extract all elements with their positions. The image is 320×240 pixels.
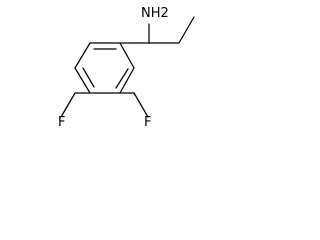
ring-bond-lower-right [119, 67, 135, 94]
amine-label: NH2 [141, 6, 169, 21]
atom-labels: NH2 F F [58, 6, 169, 130]
bond-ethyl-terminal [178, 16, 195, 44]
ring-double-bond-lower-left [82, 67, 95, 88]
fluorine-label-left: F [58, 115, 65, 130]
fluorine-label-right: F [144, 115, 151, 130]
ring-bond-upper-left [74, 42, 91, 69]
molecule-structure: NH2 F F [58, 6, 195, 130]
ring-bond-lower-left [74, 67, 91, 94]
substituent-bonds [60, 16, 195, 118]
ring-bond-upper-right [119, 42, 135, 69]
ring-double-bond-lower-right [115, 68, 129, 89]
ring-bonds [74, 42, 135, 94]
bond-ring-to-fluorine-right [133, 92, 149, 118]
structure-canvas: NH2 F F [0, 0, 217, 136]
bond-ring-to-fluorine-left [60, 92, 76, 118]
